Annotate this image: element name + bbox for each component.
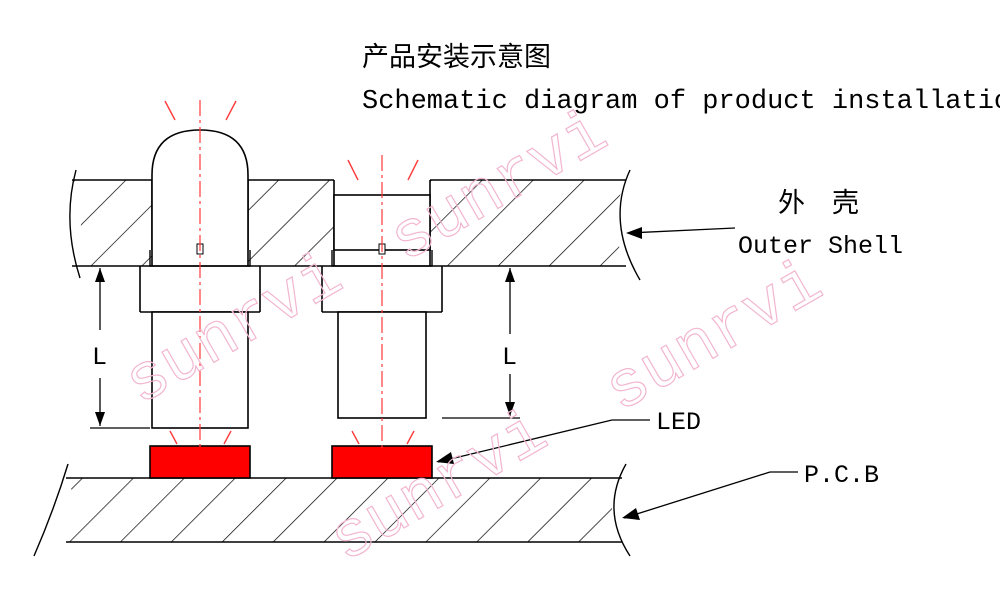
watermark-3: sunrvi — [593, 246, 836, 430]
leader-outer-shell — [626, 227, 736, 239]
outer-shell-label-cn: 外 壳 — [778, 188, 859, 219]
pcb-label: P.C.B — [804, 461, 879, 490]
light-rays — [164, 100, 419, 445]
dimension-left — [90, 268, 150, 429]
title-english: Schematic diagram of product installatio… — [362, 87, 1000, 117]
dimension-right-label: L — [502, 343, 517, 372]
dimension-left-label: L — [92, 343, 107, 372]
leader-pcb — [622, 471, 798, 520]
led-left — [149, 445, 251, 479]
led-label: LED — [656, 408, 701, 437]
led-right — [331, 445, 433, 479]
leader-led — [436, 419, 650, 464]
title-chinese: 产品安装示意图 — [362, 42, 551, 73]
outer-shell-label-en: Outer Shell — [738, 232, 903, 261]
dimension-right — [442, 268, 520, 419]
pcb-board — [33, 463, 631, 557]
